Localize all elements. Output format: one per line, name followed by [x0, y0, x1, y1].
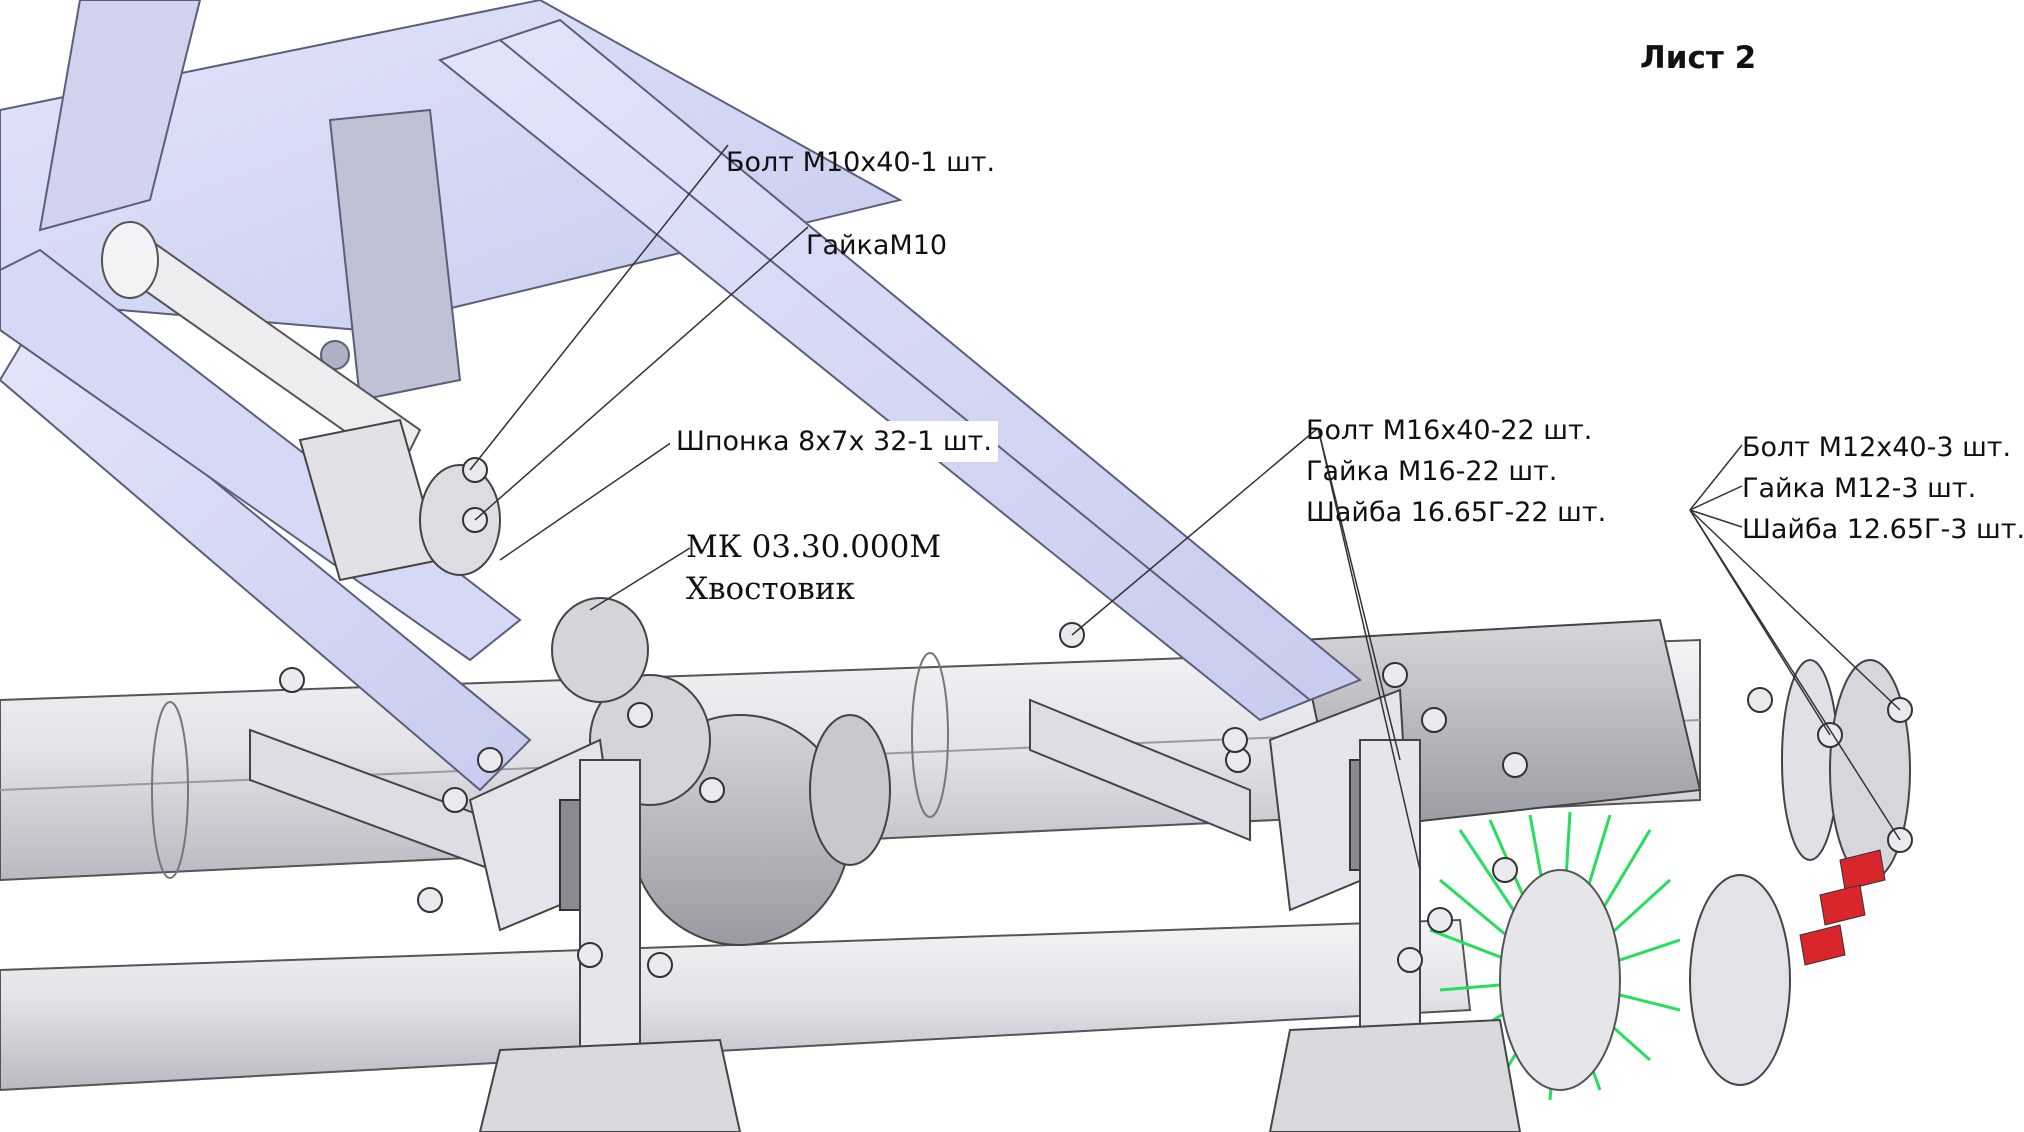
vertical-post-left: [579, 759, 641, 1091]
vertical-post-right: [1359, 739, 1421, 1061]
callout-nut-m10: ГайкаМ10: [806, 230, 948, 261]
callout-key: Шпонка 8х7х 32-1 шт.: [670, 421, 998, 462]
leader-lines: [469, 144, 1901, 871]
mounting-plate-middle: [1029, 698, 1251, 842]
callout-assembly-code: МК 03.30.000М: [686, 529, 942, 565]
tube-joint: [151, 701, 189, 879]
callout-m16-washer: Шайба 16.65Г-22 шт.: [1306, 497, 1607, 528]
callout-bolt-m10: Болт М10х40-1 шт.: [726, 147, 996, 178]
callout-m12-nut: Гайка М12-3 шт.: [1742, 473, 1977, 504]
callout-assembly-name: Хвостовик: [686, 571, 855, 607]
post-base-right: [1268, 1018, 1522, 1132]
callout-m16-bolt: Болт М16х40-22 шт.: [1306, 415, 1593, 446]
red-blade: [1819, 884, 1866, 926]
bolt-heads: [279, 457, 1913, 978]
post-base-left: [478, 1038, 742, 1132]
callout-m16-nut: Гайка М16-22 шт.: [1306, 456, 1558, 487]
callout-m12-washer: Шайба 12.65Г-3 шт.: [1742, 514, 2024, 545]
lower-tube: [0, 918, 1472, 1092]
red-blade: [1839, 849, 1886, 891]
red-blade: [1799, 924, 1846, 966]
callout-m12-bolt: Болт М12х40-3 шт.: [1742, 432, 2012, 463]
diagonal-beam-left: [0, 328, 532, 792]
sheet-number: Лист 2: [1640, 40, 1757, 76]
diagonal-beam-right: [437, 18, 1362, 722]
